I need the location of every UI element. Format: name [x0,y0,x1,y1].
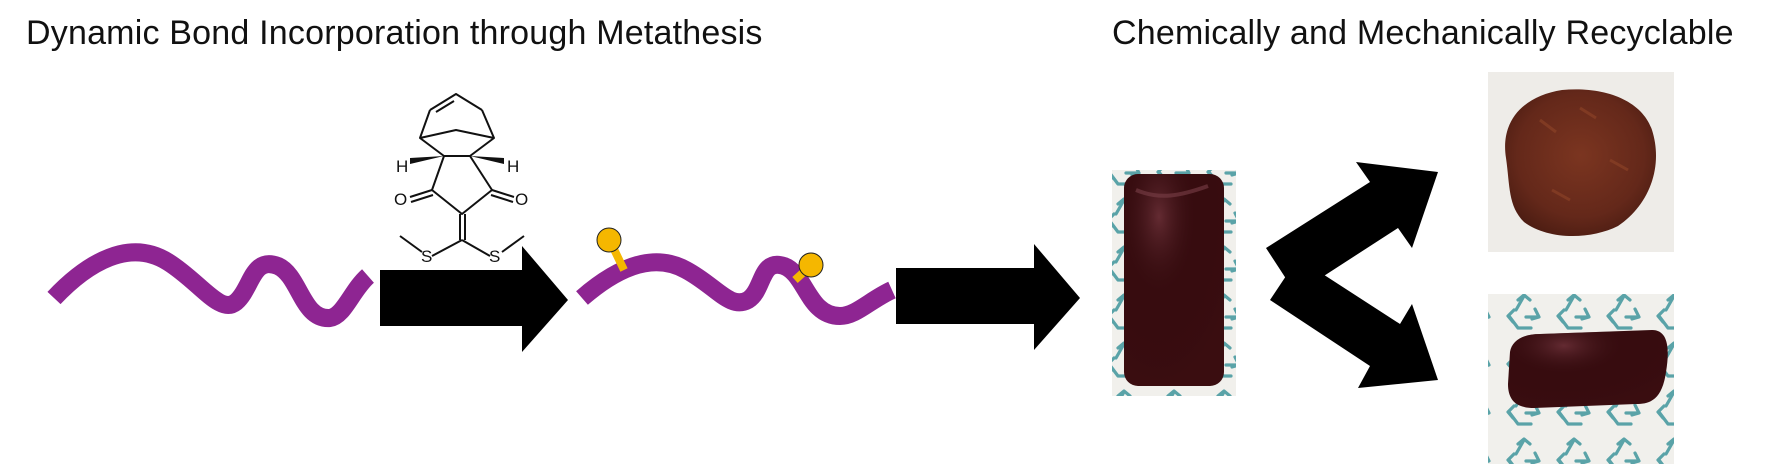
polymer-sample-photo [1112,170,1236,396]
chemically-recycled-film-photo [1488,72,1674,252]
title-recyclable: Chemically and Mechanically Recyclable [1112,14,1734,52]
atom-s-right: S [489,247,500,266]
polymer-chain-functionalized [576,253,896,326]
mechanically-recycled-bar-photo [1488,294,1674,464]
title-dynamic-bond: Dynamic Bond Incorporation through Metat… [26,14,763,52]
atom-h-right: H [507,157,519,176]
molecule-atom-labels: H H O O S S [394,157,528,266]
up-right-arrow-icon [1266,162,1438,294]
pendant-group-left [596,227,622,253]
monomer-structure [399,93,525,257]
pendant-group-right [798,252,824,278]
right-arrow-icon [380,246,568,352]
right-arrow-icon [896,244,1080,350]
atom-h-left: H [396,157,408,176]
polymer-chain-left [47,243,375,327]
atom-o-left: O [394,190,407,209]
atom-o-right: O [515,190,528,209]
down-right-arrow-icon [1270,258,1438,388]
atom-s-left: S [421,247,432,266]
